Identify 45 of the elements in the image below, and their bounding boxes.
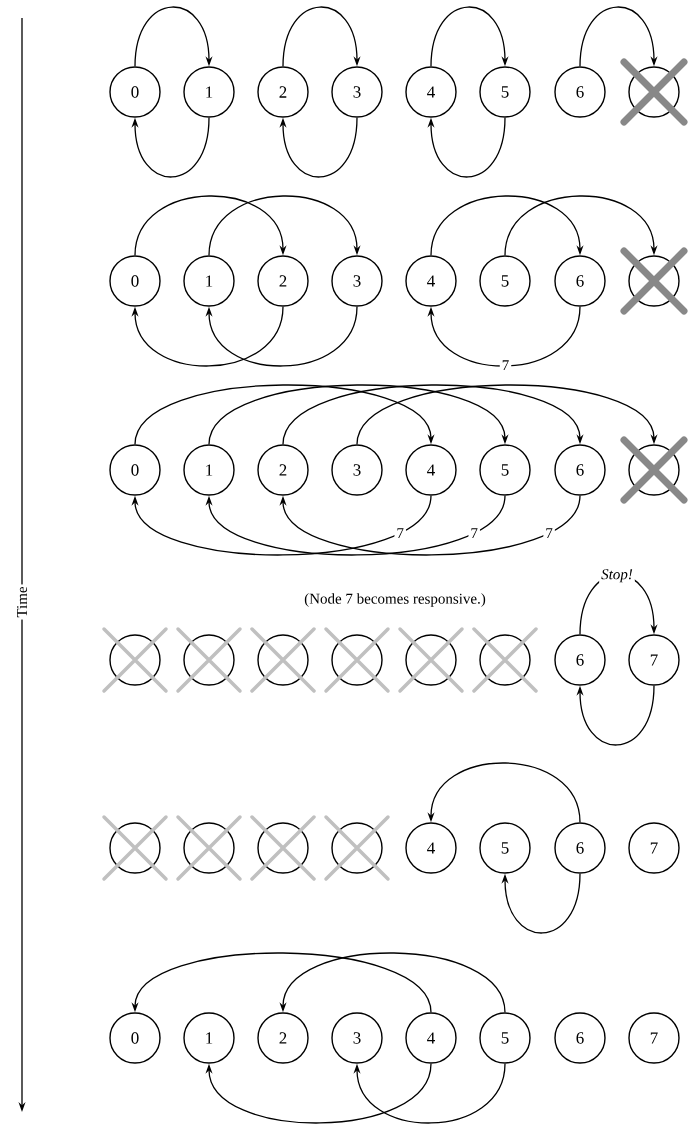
axis-label: Time bbox=[14, 584, 30, 620]
node-circle bbox=[109, 634, 161, 686]
note: (Node 7 becomes responsive.) bbox=[304, 593, 486, 607]
node-circle bbox=[628, 444, 680, 496]
arrow bbox=[134, 195, 287, 256]
arrow bbox=[427, 117, 506, 178]
arrow bbox=[430, 6, 509, 67]
arrow bbox=[356, 384, 658, 445]
arrow bbox=[430, 195, 584, 256]
node-circle bbox=[183, 822, 235, 874]
node-circle bbox=[628, 66, 680, 118]
arrow bbox=[504, 195, 658, 256]
arrow bbox=[282, 6, 361, 67]
edge-label: 7 bbox=[394, 526, 406, 541]
arrow bbox=[579, 6, 658, 67]
node-circle bbox=[183, 634, 235, 686]
edge-label: 7 bbox=[499, 358, 512, 373]
arrow bbox=[576, 685, 655, 746]
arrow bbox=[134, 384, 435, 445]
node-circle bbox=[257, 822, 309, 874]
arrow bbox=[208, 195, 361, 256]
arrow bbox=[131, 306, 284, 367]
node-circle bbox=[257, 634, 309, 686]
node-circle bbox=[628, 255, 680, 307]
arrow bbox=[205, 1063, 432, 1124]
node-circle bbox=[109, 822, 161, 874]
edge-label: Stop! bbox=[599, 567, 635, 585]
node-circle bbox=[331, 634, 383, 686]
arrow bbox=[205, 495, 506, 556]
arrow bbox=[134, 6, 213, 67]
node-circle bbox=[479, 634, 531, 686]
arrow bbox=[279, 117, 358, 178]
edge-label: 7 bbox=[543, 526, 555, 541]
node-circle bbox=[331, 822, 383, 874]
node-circle bbox=[405, 634, 457, 686]
arrow bbox=[427, 306, 581, 367]
arrow bbox=[353, 1063, 506, 1124]
arrow bbox=[282, 384, 584, 445]
edge-label: 7 bbox=[468, 526, 480, 541]
arrow bbox=[131, 117, 210, 178]
arrow bbox=[208, 384, 509, 445]
arrow bbox=[501, 873, 581, 934]
arrow bbox=[205, 306, 358, 367]
arrow bbox=[279, 495, 581, 556]
arrow bbox=[131, 495, 432, 556]
